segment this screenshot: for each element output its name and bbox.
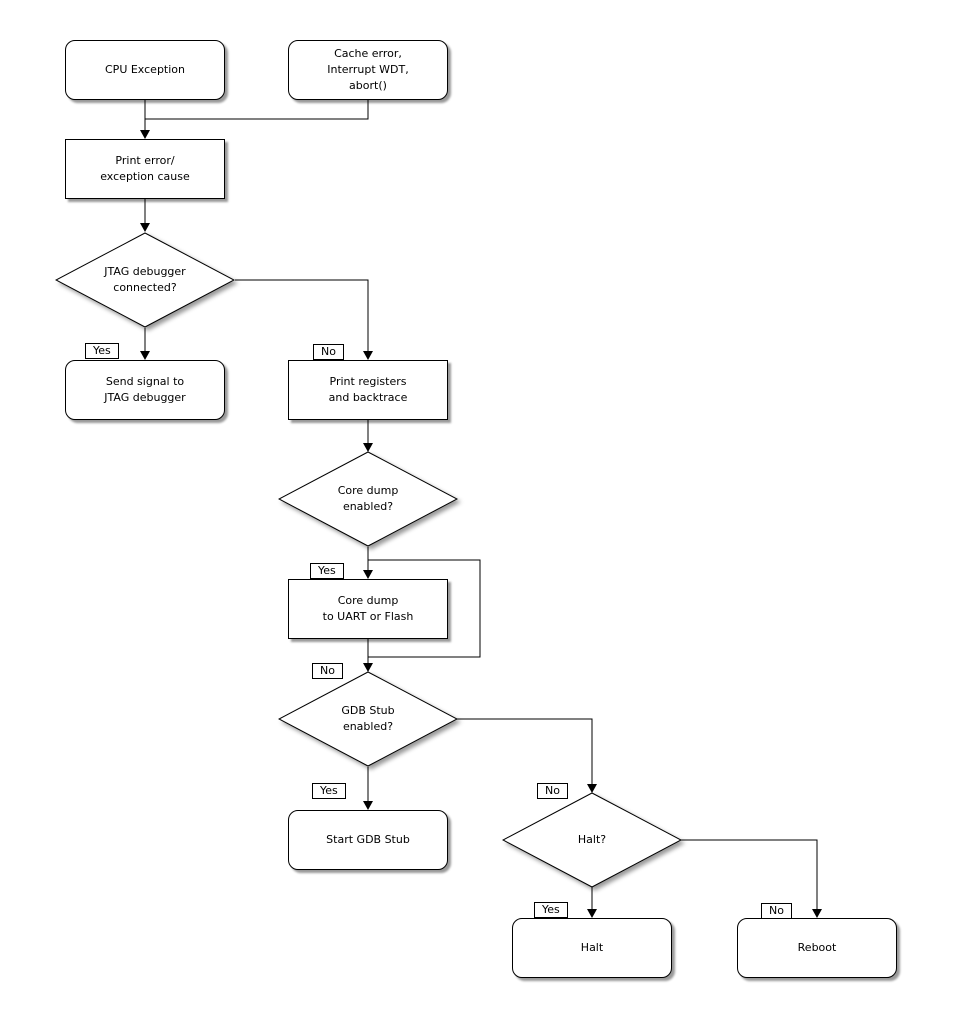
arrowhead-down xyxy=(363,570,373,579)
diamond-shape xyxy=(502,792,682,888)
node-halt: Halt xyxy=(512,918,672,978)
arrowhead-down xyxy=(812,909,822,918)
node-label: Core dump to UART or Flash xyxy=(322,594,414,623)
node-label: Print error/ exception cause xyxy=(100,154,190,183)
edge-cpu-to-print-error xyxy=(140,100,150,139)
edge-label-core-dump-yes: Yes xyxy=(310,563,344,579)
arrowhead-down xyxy=(140,223,150,232)
edge-label-gdb-yes: Yes xyxy=(312,783,346,799)
edge-label-halt-yes: Yes xyxy=(534,902,568,918)
arrowhead-down xyxy=(140,351,150,360)
arrowhead-down xyxy=(363,351,373,360)
edge-label-core-dump-no: No xyxy=(312,663,343,679)
node-label: CPU Exception xyxy=(105,63,185,76)
edge-merge-to-gdb-stub xyxy=(363,639,373,672)
node-start-gdb-stub: Start GDB Stub xyxy=(288,810,448,870)
edge-core-dump-no-bypass xyxy=(368,559,481,658)
node-label: Core dump enabled? xyxy=(337,484,399,513)
edge-jtag-yes xyxy=(140,328,150,360)
node-label: Halt xyxy=(580,941,604,954)
arrowhead-down xyxy=(363,801,373,810)
node-label: JTAG debugger connected? xyxy=(104,265,186,294)
node-gdb-stub-decision: GDB Stub enabled? xyxy=(278,671,458,767)
edge-label-jtag-yes: Yes xyxy=(85,343,119,359)
arrowhead-down xyxy=(587,784,597,793)
node-label: Reboot xyxy=(797,941,837,954)
edge-label-gdb-no: No xyxy=(537,783,568,799)
edge-jtag-no xyxy=(235,279,373,360)
node-label: Halt? xyxy=(577,833,607,846)
node-jtag-decision: JTAG debugger connected? xyxy=(55,232,235,328)
edge-gdb-stub-yes xyxy=(363,767,373,810)
node-cpu-exception: CPU Exception xyxy=(65,40,225,100)
edge-print-error-to-jtag xyxy=(140,199,150,232)
node-label: GDB Stub enabled? xyxy=(341,704,395,733)
node-label: Cache error, Interrupt WDT, abort() xyxy=(327,47,409,92)
node-halt-decision: Halt? xyxy=(502,792,682,888)
diamond-shape xyxy=(278,451,458,547)
node-label: Print registers and backtrace xyxy=(328,375,408,404)
node-reboot: Reboot xyxy=(737,918,897,978)
edge-print-registers-to-core-dump xyxy=(363,420,373,452)
edge-gdb-stub-no xyxy=(456,718,597,793)
node-label: Send signal to JTAG debugger xyxy=(104,375,186,404)
edge-core-dump-yes xyxy=(363,547,373,579)
diamond-shape xyxy=(55,232,235,328)
edge-halt-yes xyxy=(587,887,597,918)
edge-label-jtag-no: No xyxy=(313,344,344,360)
node-cache-error: Cache error, Interrupt WDT, abort() xyxy=(288,40,448,100)
node-core-dump: Core dump to UART or Flash xyxy=(288,579,448,639)
node-core-dump-decision: Core dump enabled? xyxy=(278,451,458,547)
arrowhead-down xyxy=(587,909,597,918)
node-label: Start GDB Stub xyxy=(326,833,410,846)
arrowhead-down xyxy=(363,663,373,672)
node-send-signal: Send signal to JTAG debugger xyxy=(65,360,225,420)
diamond-shape xyxy=(278,671,458,767)
arrowhead-down xyxy=(140,130,150,139)
edge-label-halt-no: No xyxy=(761,903,792,919)
edge-cache-merge xyxy=(145,100,369,120)
edge-halt-no xyxy=(680,839,822,918)
node-print-registers: Print registers and backtrace xyxy=(288,360,448,420)
node-print-error: Print error/ exception cause xyxy=(65,139,225,199)
arrowhead-down xyxy=(363,443,373,452)
